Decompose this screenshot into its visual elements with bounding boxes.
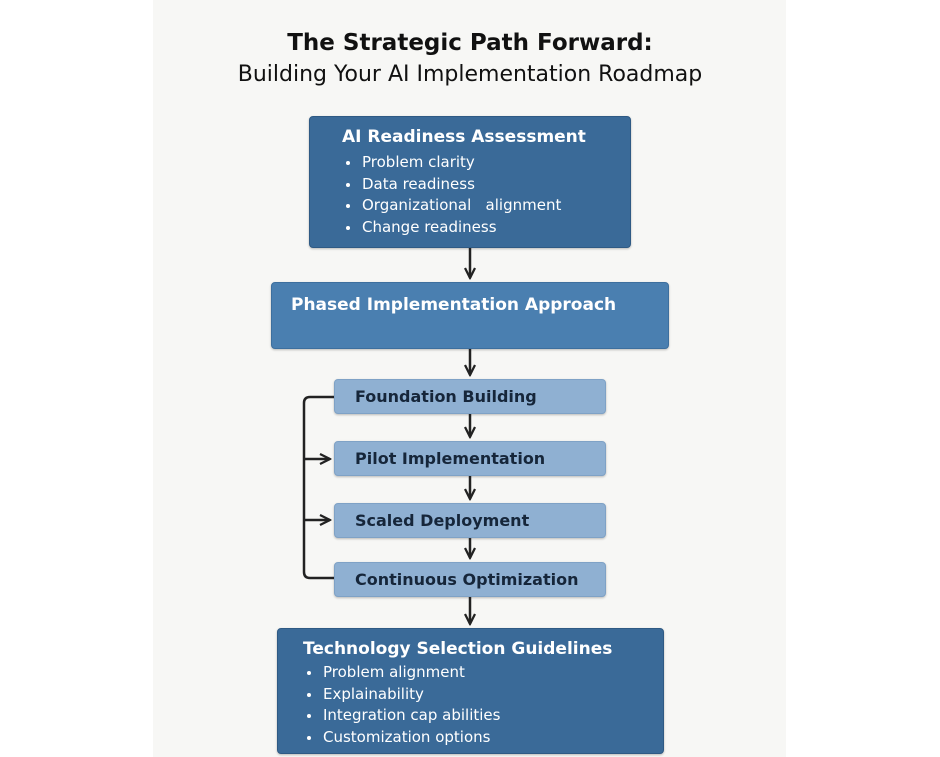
assessment-list: Problem clarity Data readiness Organizat…	[342, 152, 630, 238]
phase-box-optimization: Continuous Optimization	[334, 562, 606, 597]
assessment-title: AI Readiness Assessment	[342, 127, 586, 147]
phase-label: Continuous Optimization	[355, 570, 579, 589]
phase-label: Scaled Deployment	[355, 511, 530, 530]
diagram-subtitle: Building Your AI Implementation Roadmap	[237, 62, 703, 87]
assessment-item: Problem clarity	[342, 152, 630, 174]
technology-item: Problem alignment	[303, 662, 663, 684]
phased-approach-box: Phased Implementation Approach	[271, 282, 669, 349]
phase-box-pilot: Pilot Implementation	[334, 441, 606, 476]
technology-item: Integration cap abilities	[303, 705, 663, 727]
phase-box-scaled: Scaled Deployment	[334, 503, 606, 538]
assessment-item: Organizational alignment	[342, 195, 630, 217]
technology-item: Explainability	[303, 684, 663, 706]
technology-list: Problem alignment Explainability Integra…	[303, 662, 663, 748]
technology-item: Customization options	[303, 727, 663, 749]
technology-title: Technology Selection Guidelines	[303, 639, 613, 659]
technology-box: Technology Selection Guidelines Problem …	[277, 628, 664, 754]
phase-label: Foundation Building	[355, 387, 537, 406]
assessment-item: Data readiness	[342, 174, 630, 196]
diagram-title: The Strategic Path Forward:	[287, 30, 653, 56]
assessment-box: AI Readiness Assessment Problem clarity …	[309, 116, 631, 248]
phase-label: Pilot Implementation	[355, 449, 546, 468]
phase-box-foundation: Foundation Building	[334, 379, 606, 414]
assessment-item: Change readiness	[342, 217, 630, 239]
phased-approach-title: Phased Implementation Approach	[291, 295, 617, 315]
